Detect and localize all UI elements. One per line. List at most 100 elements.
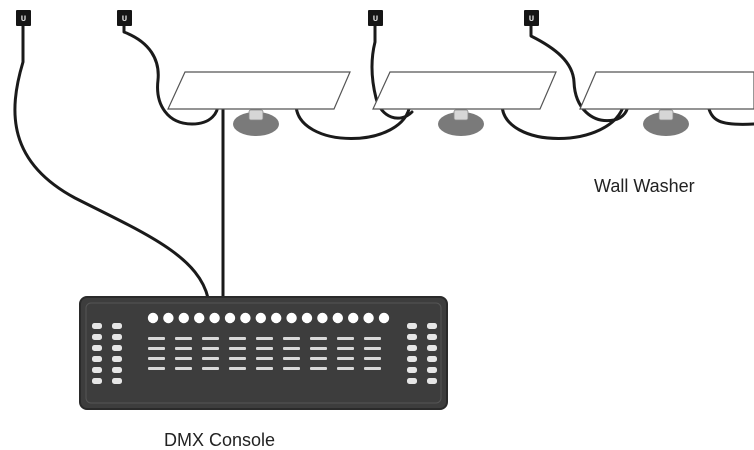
console-led-button	[317, 312, 328, 324]
console-fader	[229, 367, 246, 370]
console-fader	[256, 357, 273, 360]
console-right-buttons	[407, 323, 437, 384]
console-side-button	[112, 367, 122, 373]
console-side-button	[407, 367, 417, 373]
wall-washer-label: Wall Washer	[594, 176, 695, 196]
console-side-button	[427, 334, 437, 340]
console-led-button	[286, 312, 297, 324]
console-fader	[310, 347, 327, 350]
svg-text:ᑌ: ᑌ	[21, 15, 27, 23]
console-fader	[229, 337, 246, 340]
console-fader	[148, 357, 165, 360]
console-fader	[175, 367, 192, 370]
console-fader	[202, 367, 219, 370]
power-plug-icon: ᑌ	[368, 10, 383, 26]
cables	[13, 22, 754, 300]
console-fader	[337, 337, 354, 340]
console-side-button	[92, 367, 102, 373]
console-fader	[256, 367, 273, 370]
console-fader	[148, 337, 165, 340]
console-side-button	[92, 356, 102, 362]
console-fader	[364, 337, 381, 340]
console-led-button	[332, 312, 343, 324]
power-plugs: ᑌ ᑌ ᑌ ᑌ	[16, 10, 539, 26]
console-fader	[175, 337, 192, 340]
console-side-button	[407, 323, 417, 329]
console-fader	[229, 347, 246, 350]
console-fader	[337, 367, 354, 370]
console-side-button	[112, 323, 122, 329]
console-led-button	[301, 312, 313, 324]
console-led-button	[147, 312, 159, 324]
console-side-button	[427, 323, 437, 329]
console-side-button	[427, 356, 437, 362]
console-led-button	[194, 312, 205, 324]
console-fader	[283, 347, 300, 350]
svg-text:ᑌ: ᑌ	[373, 15, 379, 23]
cable-plug2-to-fixture1	[122, 22, 220, 126]
svg-text:ᑌ: ᑌ	[122, 15, 128, 23]
console-side-button	[427, 367, 437, 373]
console-fader	[229, 357, 246, 360]
console-led-button	[240, 312, 251, 324]
mounting-bracket-icon	[643, 112, 689, 136]
console-fader	[148, 347, 165, 350]
console-fader	[310, 367, 327, 370]
dmx-console-label: DMX Console	[164, 430, 275, 450]
cable-plug1-to-console	[13, 24, 210, 300]
mounting-bracket-icon	[233, 112, 279, 136]
console-side-button	[112, 356, 122, 362]
power-plug-icon: ᑌ	[524, 10, 539, 26]
console-fader	[364, 347, 381, 350]
power-plug-icon: ᑌ	[16, 10, 31, 26]
console-led-button	[363, 312, 374, 324]
console-fader	[337, 347, 354, 350]
console-led-button	[224, 312, 236, 324]
wall-washer-fixture	[372, 71, 557, 136]
console-led-button	[378, 312, 390, 324]
console-side-button	[112, 345, 122, 351]
console-fader	[283, 357, 300, 360]
wall-washer-fixture	[579, 71, 754, 136]
power-plug-icon: ᑌ	[117, 10, 132, 26]
console-fader	[175, 357, 192, 360]
console-led-button	[348, 312, 359, 324]
console-led-button	[178, 312, 189, 324]
console-side-button	[112, 378, 122, 384]
console-fader	[310, 337, 327, 340]
console-fader	[256, 337, 273, 340]
console-side-button	[92, 345, 102, 351]
console-side-button	[407, 356, 417, 362]
console-led-button	[255, 312, 266, 324]
wall-washer-fixture	[167, 71, 351, 136]
console-side-button	[427, 378, 437, 384]
console-led-button	[163, 312, 174, 324]
console-side-button	[407, 334, 417, 340]
console-buttons	[147, 312, 390, 324]
console-fader	[364, 357, 381, 360]
console-led-button	[271, 312, 282, 324]
wall-washers	[167, 71, 754, 136]
console-side-button	[92, 334, 102, 340]
console-fader	[256, 347, 273, 350]
console-fader	[283, 367, 300, 370]
console-fader	[202, 337, 219, 340]
console-fader	[202, 347, 219, 350]
console-fader	[175, 347, 192, 350]
console-side-button	[92, 323, 102, 329]
console-faders	[148, 337, 381, 370]
console-fader	[148, 367, 165, 370]
console-fader	[283, 337, 300, 340]
console-fader	[337, 357, 354, 360]
dmx-console	[79, 296, 448, 410]
console-side-button	[112, 334, 122, 340]
console-side-button	[407, 345, 417, 351]
console-fader	[310, 357, 327, 360]
console-side-button	[407, 378, 417, 384]
console-side-button	[427, 345, 437, 351]
cable-plug3-to-fixture2	[370, 22, 414, 120]
console-fader	[202, 357, 219, 360]
svg-text:ᑌ: ᑌ	[529, 15, 535, 23]
mounting-bracket-icon	[438, 112, 484, 136]
